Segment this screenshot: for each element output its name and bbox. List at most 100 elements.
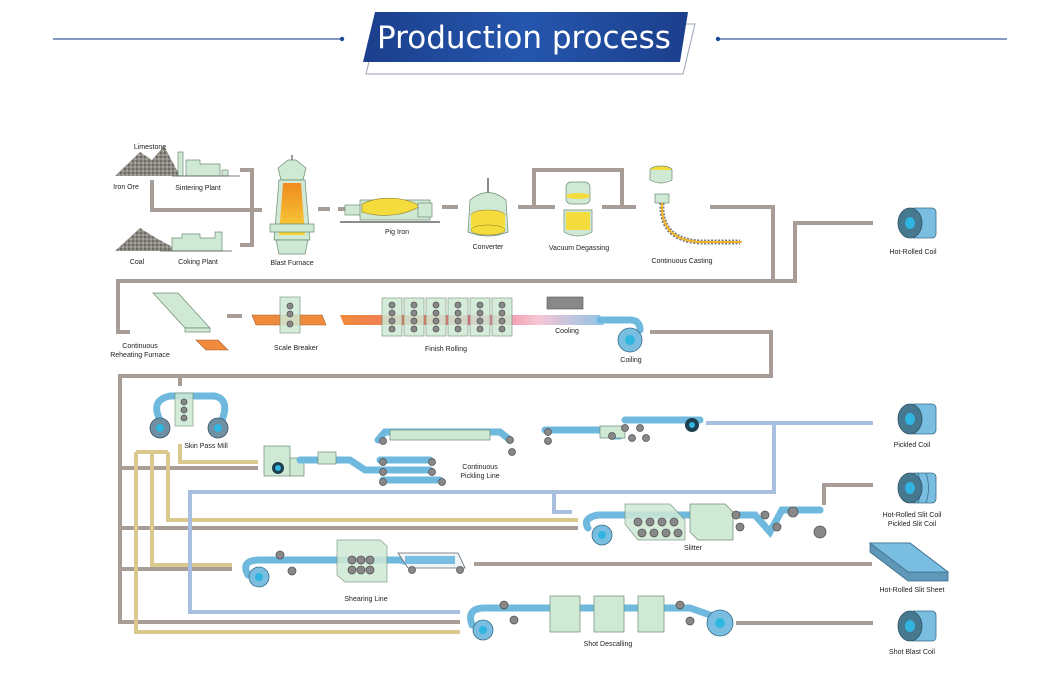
roller — [506, 436, 514, 444]
roller — [410, 301, 418, 309]
roller — [476, 325, 484, 333]
slitter-icon — [582, 503, 827, 546]
product-label: Hot-Rolled Slit Coil — [883, 512, 942, 519]
flow-tan-outer — [134, 452, 460, 634]
roller — [410, 317, 418, 325]
limestone-label: Limestone — [134, 144, 166, 151]
slitter-label: Slitter — [684, 545, 703, 552]
roller — [608, 432, 616, 440]
rolling-stand — [447, 297, 469, 337]
flow-lines — [116, 168, 873, 634]
roller — [365, 555, 375, 565]
continuous-casting-label: Continuous Casting — [651, 258, 712, 265]
coil-icon — [897, 207, 937, 239]
roller — [661, 528, 671, 538]
roller — [498, 309, 506, 317]
product-label: Shot Blast Coil — [889, 649, 935, 656]
flow-to-hot-rolled-coil — [773, 221, 873, 283]
roller — [428, 458, 436, 466]
roller — [454, 309, 462, 317]
roller — [544, 428, 552, 436]
rolling-stand — [425, 297, 447, 337]
roller — [476, 309, 484, 317]
coiling-icon — [596, 316, 644, 353]
roller — [673, 528, 683, 538]
vacuum-degassing-icon — [563, 181, 593, 237]
roller — [645, 517, 655, 527]
page-title: Production process — [377, 20, 671, 56]
reheating-furnace-label-line2: Reheating Furnace — [110, 352, 170, 359]
roller — [388, 309, 396, 317]
flow-to-slit-coil — [822, 483, 873, 505]
product-label-2: Pickled Slit Coil — [888, 521, 937, 528]
roller — [498, 325, 506, 333]
product-hot-rolled-coil: Hot-Rolled Coil — [889, 207, 937, 256]
scale-breaker-label: Scale Breaker — [274, 345, 319, 352]
reheating-furnace-label-line1: Continuous — [122, 343, 158, 350]
roller — [388, 317, 396, 325]
roller — [432, 309, 440, 317]
coking-plant-icon — [160, 231, 232, 252]
roller — [347, 565, 357, 575]
pickling-line-label-line1: Continuous — [462, 464, 498, 471]
roller — [498, 317, 506, 325]
flow-tan-slitter — [166, 452, 578, 522]
flow-vacuum-bypass — [532, 168, 624, 207]
shearing-line-icon — [242, 539, 466, 588]
roller — [356, 565, 366, 575]
rolling-stand — [491, 297, 513, 337]
blast-furnace-icon — [269, 155, 315, 255]
roller — [649, 528, 659, 538]
roller — [379, 468, 387, 476]
flow-tan-skinpass-pickling — [178, 444, 258, 464]
roller — [657, 517, 667, 527]
sintering-plant-label: Sintering Plant — [175, 185, 221, 192]
header-dot-left — [339, 36, 345, 42]
flow-tan-shearing — [150, 452, 232, 567]
roller — [454, 317, 462, 325]
pig-iron-label: Pig Iron — [385, 229, 409, 236]
roller — [508, 448, 516, 456]
header: Production process — [53, 12, 1007, 75]
product-pickled-coil: Pickled Coil — [894, 403, 937, 449]
continuous-casting-icon — [649, 165, 742, 245]
coal-label: Coal — [130, 259, 145, 266]
roller — [642, 434, 650, 442]
roller — [633, 517, 643, 527]
skin-pass-mill-label: Skin Pass Mill — [184, 443, 228, 450]
iron-ore-pile — [115, 146, 180, 176]
cooling-label: Cooling — [555, 328, 579, 335]
rolling-stand — [469, 297, 491, 337]
header-dot-right — [715, 36, 721, 42]
pig-iron-car-icon — [340, 197, 440, 223]
flow-blue-to-slitter — [552, 492, 572, 514]
coil-icon — [897, 403, 937, 435]
roller — [637, 528, 647, 538]
roller — [498, 301, 506, 309]
converter-icon — [467, 178, 509, 237]
flow-sinter-coke-bracket — [240, 168, 254, 247]
rolling-stand — [381, 297, 403, 337]
finish-rolling-icon — [340, 297, 604, 337]
coil-icon — [897, 610, 937, 642]
sintering-plant-icon — [172, 151, 240, 177]
roller — [410, 325, 418, 333]
roller — [432, 325, 440, 333]
shearing-line-label: Shearing Line — [344, 596, 387, 603]
skin-pass-mill-icon — [149, 392, 229, 439]
finish-rolling-label: Finish Rolling — [425, 346, 467, 353]
cooling-icon — [546, 296, 584, 310]
roller — [388, 301, 396, 309]
blast-furnace-label: Blast Furnace — [270, 260, 313, 267]
roller — [636, 424, 644, 432]
slit-coil-icon — [897, 472, 937, 504]
product-slit-coil: Hot-Rolled Slit Coil Pickled Slit Coil — [883, 472, 942, 528]
roller — [347, 555, 357, 565]
roller — [628, 434, 636, 442]
product-slit-sheet: Hot-Rolled Slit Sheet — [868, 542, 950, 594]
title-banner — [363, 12, 688, 62]
product-label: Pickled Coil — [894, 442, 931, 449]
roller — [432, 301, 440, 309]
flow-casting-to-reheat — [116, 205, 775, 334]
reheating-furnace-icon — [152, 292, 229, 351]
